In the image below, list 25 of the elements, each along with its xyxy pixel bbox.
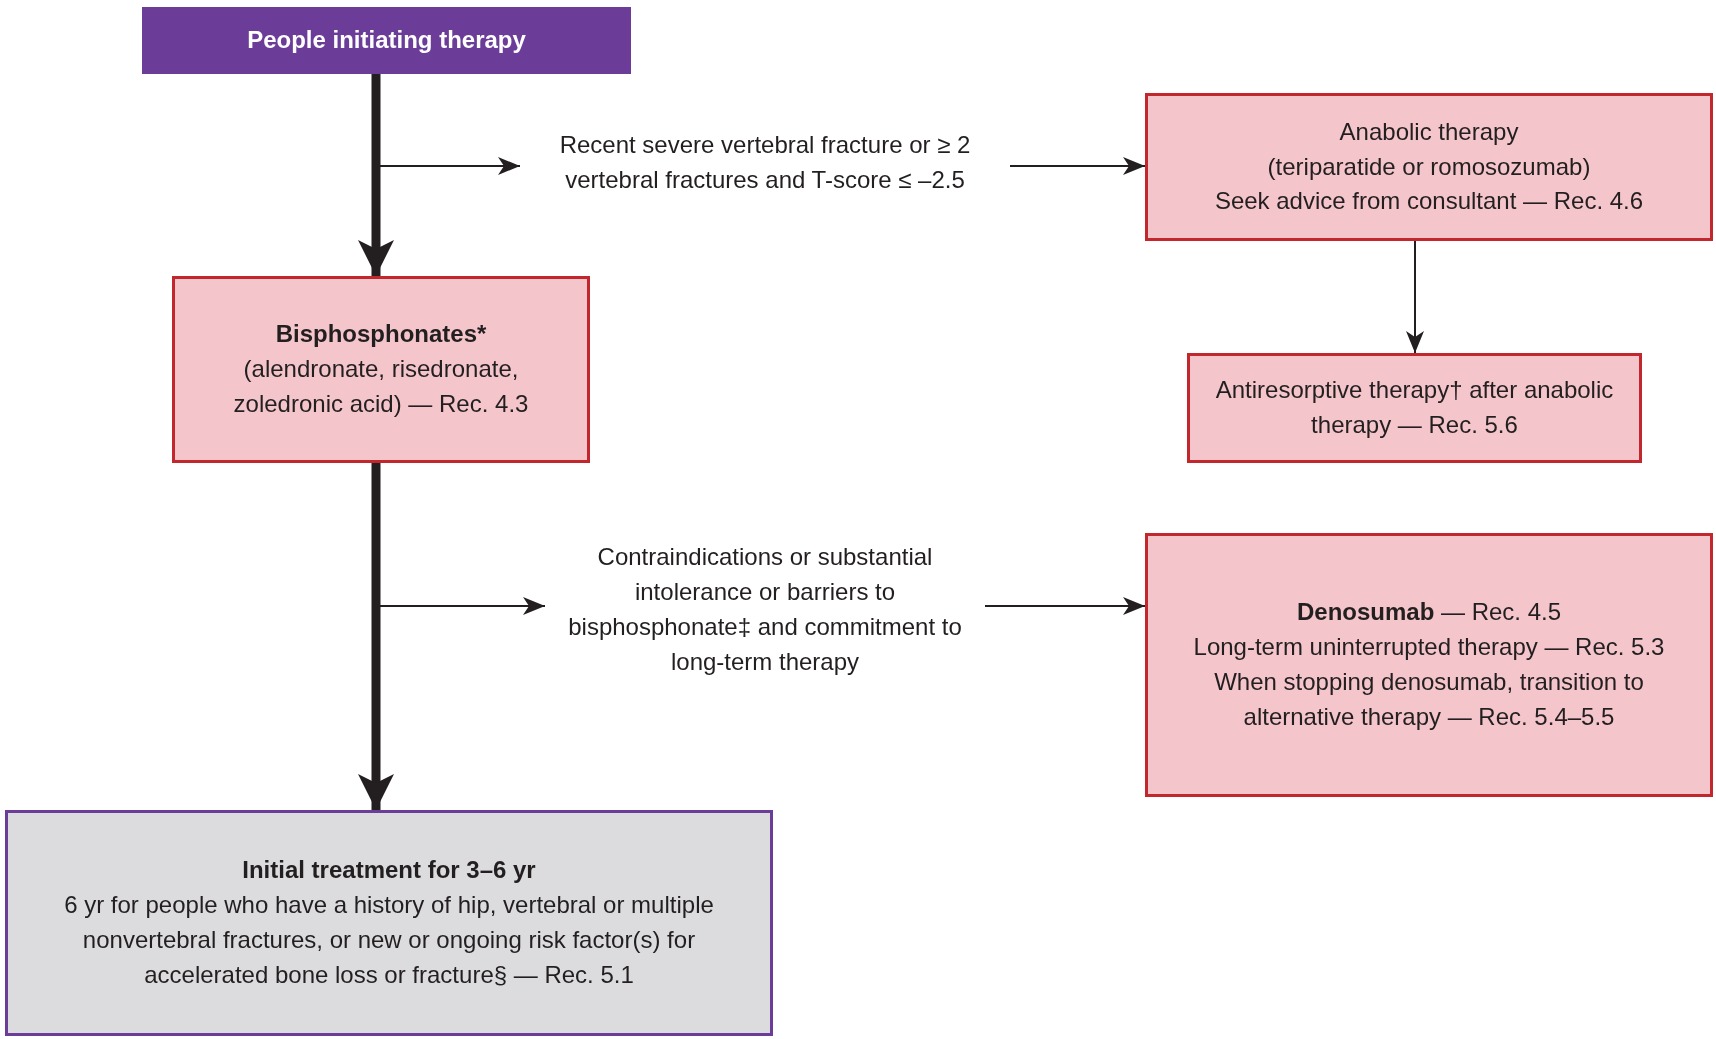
box-text: Antiresorptive therapy† after anabolic therapy — Rec. 5.6 xyxy=(1214,375,1615,440)
box-text: Contraindications or substantial intolerance or barriers to bisphosphonate‡ and commitment to long-term therapy xyxy=(567,542,963,677)
process-box xyxy=(1145,533,1713,797)
box-text: Long-term uninterrupted therapy — Rec. 5.3 xyxy=(1193,632,1665,663)
box-heading: Bisphosphonates* xyxy=(275,319,487,350)
box-text: Recent severe vertebral fracture or ≥ 2 vertebral fractures and T-score ≤ –2.5 xyxy=(558,129,972,195)
box-heading: Denosumab — Rec. 4.5 xyxy=(1296,597,1562,628)
result-box xyxy=(5,810,773,1036)
arrow xyxy=(1009,157,1146,175)
box-heading: Initial treatment for 3–6 yr xyxy=(242,855,536,886)
arrow xyxy=(1406,240,1424,354)
arrow xyxy=(358,463,394,810)
box-text: Seek advice from consultant — Rec. 4.6 xyxy=(1214,186,1644,217)
arrow xyxy=(984,597,1146,615)
process-box xyxy=(1187,353,1642,463)
process-box xyxy=(172,276,590,463)
box-text: (alendronate, risedronate, zoledronic acid) — Rec. 4.3 xyxy=(232,354,530,419)
start-label: People initiating therapy xyxy=(247,25,526,56)
box-text: 6 yr for people who have a history of hip, vertebral or multiple nonvertebral fractures, or new or ongoing risk factor(s) for accelerated bone loss or fracture§ — Rec. 5.1 xyxy=(63,890,715,990)
process-box xyxy=(1145,93,1713,241)
arrow xyxy=(358,74,394,276)
box-text: When stopping denosumab, transition to alternative therapy — Rec. 5.4–5.5 xyxy=(1213,667,1645,732)
box-heading: Anabolic therapy xyxy=(1339,116,1519,147)
box-text: (teriparatide or romosozumab) xyxy=(1267,151,1591,182)
start-box xyxy=(142,7,631,74)
